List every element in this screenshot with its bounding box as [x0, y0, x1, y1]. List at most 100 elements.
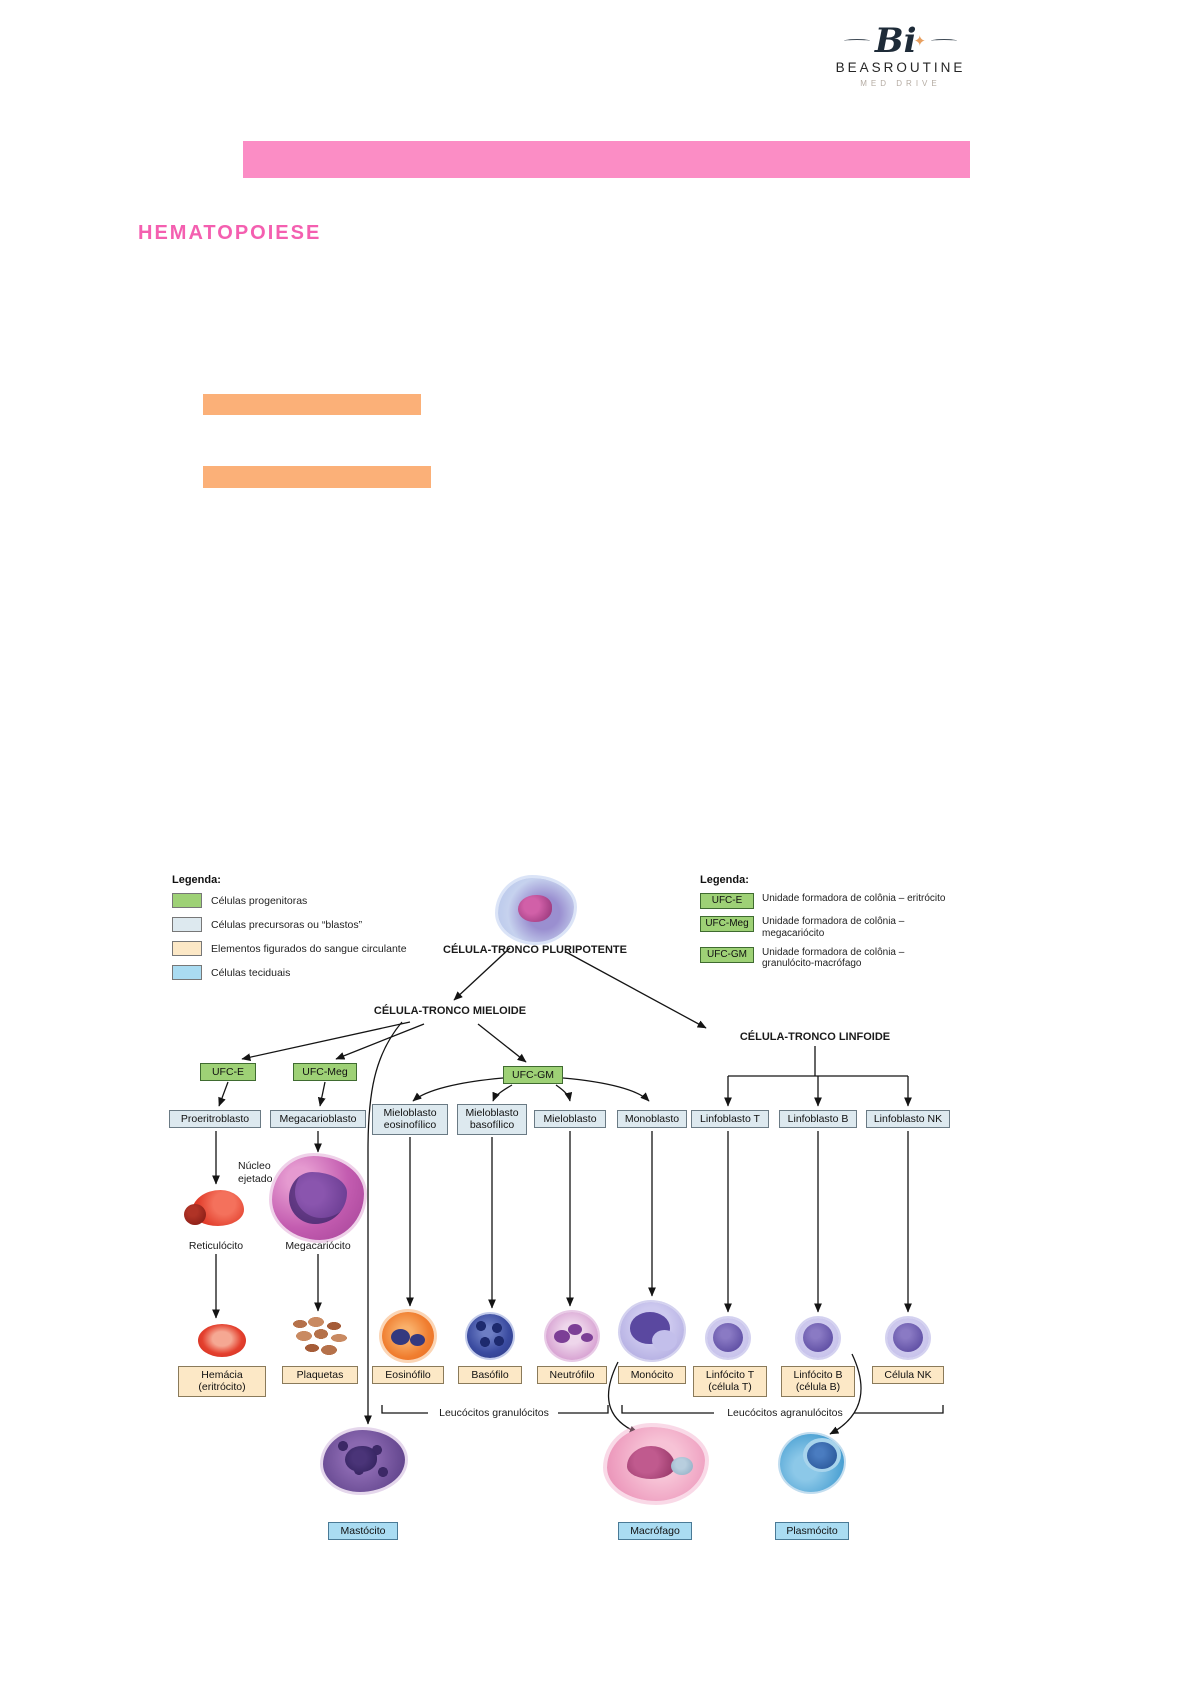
ufc-meg-description: Unidade formadora de colônia – megacarió…: [762, 916, 905, 939]
cell-nucleus: [713, 1323, 743, 1352]
legend-item-ufc-gm: UFC-GM Unidade formadora de colônia – gr…: [700, 946, 960, 971]
brand-name: BEASROUTINE: [835, 60, 966, 75]
figured-color-swatch: [172, 941, 202, 956]
legend-item-label: Células progenitoras: [211, 894, 308, 907]
cell-nucleus: [289, 1172, 347, 1224]
mieloblasto-box: Mieloblasto: [534, 1110, 606, 1129]
cell-nucleus: [391, 1329, 410, 1345]
progenitor-color-swatch: [172, 893, 202, 908]
ufc-e-description: Unidade formadora de colônia – eritrócit…: [762, 893, 946, 904]
cell-nucleus: [630, 1312, 677, 1351]
linfocito-b-label-box: Linfócito B (célula B): [781, 1366, 855, 1397]
granulocytes-group-label: Leucócitos granulócitos: [439, 1407, 549, 1419]
legend-item-ufc-meg: UFC-Meg Unidade formadora de colônia – m…: [700, 916, 960, 940]
cell-nucleus: [807, 1442, 837, 1469]
agranulocytes-group-label: Leucócitos agranulócitos: [727, 1407, 843, 1419]
macrophage-cell-illustration: [607, 1427, 705, 1501]
brand-tagline: MED DRIVE: [860, 79, 941, 88]
neutrofilo-label-box: Neutrófilo: [537, 1366, 607, 1385]
ufc-meg-tag: UFC-Meg: [700, 916, 754, 932]
reticulocito-label: Reticulócito: [188, 1240, 244, 1252]
vacuole: [671, 1457, 693, 1475]
eosinofilo-label-box: Eosinófilo: [372, 1366, 444, 1385]
flourish-left-icon: [843, 39, 870, 43]
plaquetas-label-box: Plaquetas: [282, 1366, 358, 1385]
ufc-gm-description: Unidade formadora de colônia – granulóci…: [762, 946, 905, 970]
arrow-ufcgm-basofilico: [492, 1084, 513, 1102]
page-title: HEMATOPOIESE: [138, 222, 322, 244]
sparkle-icon: ✦: [913, 33, 927, 50]
precursor-color-swatch: [172, 917, 202, 932]
bracket-agranulocitos-right: [854, 1405, 944, 1414]
neutrophil-cell-illustration: [546, 1312, 598, 1360]
ejected-nucleus: [184, 1204, 206, 1225]
nk-cell-illustration: [887, 1318, 929, 1358]
megakaryocyte-cell-illustration: [272, 1156, 364, 1240]
linfoblasto-t-box: Linfoblasto T: [691, 1110, 769, 1129]
myeloid-stem-label: CÉLULA-TRONCO MIELOIDE: [373, 1005, 527, 1017]
monocyte-cell-illustration: [620, 1302, 684, 1360]
reticulocyte-cell-illustration: [184, 1190, 244, 1226]
megacarioblasto-box: Megacarioblasto: [270, 1110, 366, 1129]
arrow-mieloide-mastocito: [364, 1021, 403, 1425]
basofilo-label-box: Basófilo: [458, 1366, 522, 1385]
cell-nucleus: [627, 1446, 675, 1479]
monocito-label-box: Monócito: [618, 1366, 686, 1385]
flourish-right-icon: [931, 39, 958, 43]
eosinophil-cell-illustration: [382, 1312, 434, 1360]
pluripotent-stem-cell-illustration: [498, 878, 574, 942]
cell-nucleus: [893, 1323, 923, 1352]
orange-highlight-bar-2: [203, 466, 431, 488]
megacariocito-label: Megacariócito: [285, 1240, 351, 1252]
arrow-mieloide-ufcgm: [477, 1023, 527, 1063]
t-lymphocyte-cell-illustration: [707, 1318, 749, 1358]
legend-item-label: Células teciduais: [211, 966, 291, 979]
arrow-pluri-linfoide: [565, 951, 707, 1029]
proeritroblasto-box: Proeritroblasto: [169, 1110, 261, 1129]
legend-item-figurados: Elementos figurados do sangue circulante: [172, 941, 432, 956]
arrow-ufce-proeritroblasto: [218, 1081, 229, 1107]
legend-right-title: Legenda:: [700, 874, 749, 886]
arrow-ufcgm-mieloblasto: [555, 1084, 573, 1102]
mastocito-label-box: Mastócito: [328, 1522, 398, 1541]
mieloblasto-eosinofilico-box: Mieloblasto eosinofílico: [372, 1104, 448, 1135]
macrofago-label-box: Macrófago: [618, 1522, 692, 1541]
legend-item-precursoras: Células precursoras ou “blastos”: [172, 917, 432, 932]
nucleo-ejetado-label: Núcleo ejetado: [238, 1160, 273, 1185]
legend-item-ufc-e: UFC-E Unidade formadora de colônia – eri…: [700, 893, 960, 909]
mast-cell-illustration: [323, 1430, 405, 1492]
arrow-mieloide-ufce: [241, 1021, 411, 1061]
legend-left: Legenda: Células progenitoras Células pr…: [172, 874, 432, 989]
basophil-cell-illustration: [467, 1314, 513, 1358]
bracket-granulocitos-right: [558, 1405, 609, 1414]
plasmocito-label-box: Plasmócito: [775, 1522, 849, 1541]
cell-nucleus: [518, 895, 552, 922]
logo-monogram: Bi: [874, 21, 917, 61]
cell-nucleus: [345, 1446, 377, 1472]
bracket-agranulocitos-left: [621, 1405, 714, 1414]
legend-left-title: Legenda:: [172, 874, 221, 886]
ufc-gm-box: UFC-GM: [503, 1066, 563, 1085]
arrow-ufcgm-eosinofilico: [412, 1077, 504, 1102]
platelets-illustration: [290, 1315, 352, 1359]
cell-nucleus: [554, 1330, 570, 1343]
linfocito-t-label-box: Linfócito T (célula T): [693, 1366, 767, 1397]
legend-right: Legenda: UFC-E Unidade formadora de colô…: [700, 874, 960, 977]
orange-highlight-bar-1: [203, 394, 421, 415]
lymphoid-stem-label: CÉLULA-TRONCO LINFOIDE: [739, 1031, 891, 1043]
ufc-e-tag: UFC-E: [700, 893, 754, 909]
linfoblasto-nk-box: Linfoblasto NK: [866, 1110, 950, 1129]
ufc-gm-tag: UFC-GM: [700, 946, 754, 963]
celula-nk-label-box: Célula NK: [872, 1366, 944, 1385]
pink-highlight-bar: [243, 141, 970, 178]
linfoblasto-b-box: Linfoblasto B: [779, 1110, 857, 1129]
hemacia-label-box: Hemácia (eritrócito): [178, 1366, 266, 1397]
mieloblasto-basofilico-box: Mieloblasto basofílico: [457, 1104, 527, 1135]
arrow-ufcgm-monoblasto: [562, 1077, 650, 1102]
plasma-cell-illustration: [780, 1434, 844, 1492]
legend-item-progenitoras: Células progenitoras: [172, 893, 432, 908]
legend-item-label: Elementos figurados do sangue circulante: [211, 942, 407, 955]
erythrocyte-cell-illustration: [198, 1324, 246, 1357]
ufc-e-box: UFC-E: [200, 1063, 256, 1082]
